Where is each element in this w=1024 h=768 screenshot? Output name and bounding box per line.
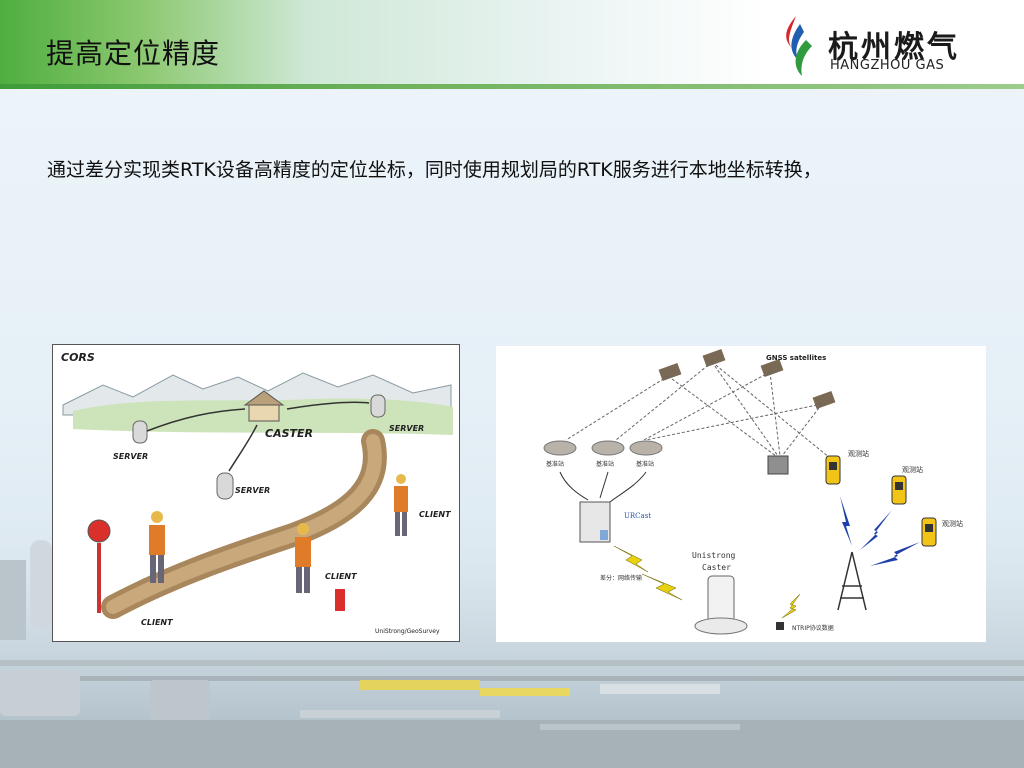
server-label: URCast [624,512,651,520]
rover-label: 观测站 [848,449,869,458]
station-label: 基准站 [636,460,654,468]
caster-building [243,390,285,422]
hydrant-icon [335,589,345,611]
rover-label: 观测站 [902,465,923,474]
client-label: CLIENT [325,572,357,581]
cors-label: CORS [61,351,95,364]
survey-marker-sign [87,519,111,613]
wireless-bolt-icon [613,545,649,573]
wireless-bolt-icon [870,542,920,566]
wireless-bolt-icon [641,573,683,601]
satellite-icon [658,362,682,382]
gnss-rover-icon [921,517,937,547]
satellite-icon [760,358,784,378]
client-label: CLIENT [141,618,173,627]
receiver-icon [767,455,789,475]
flame-logo-icon [786,16,812,76]
server-silo-center [216,472,234,500]
server-label: SERVER [389,424,424,433]
server-silo-left [132,420,148,444]
network-rtk-diagram: GNSS satellites 基准站 基准站 基准站 [496,346,986,642]
client-label: CLIENT [419,510,451,519]
server-silo-right [370,394,386,418]
radio-tower-icon [837,551,867,611]
gnss-rover-icon [891,475,907,505]
header-band [0,0,1024,86]
satellite-icon [812,390,836,410]
body-paragraph: 通过差分实现类RTK设备高精度的定位坐标，同时使用规划局的RTK服务进行本地坐标… [47,159,822,181]
station-label: 基准站 [596,460,614,468]
caster-server-icon [694,575,748,635]
gnss-rover-icon [825,455,841,485]
surveyor-figure [394,474,408,536]
reference-station-icon [543,440,577,456]
wireless-bolt-icon [860,510,892,550]
logo-name-en: HANGZHOU GAS [830,58,945,73]
image-credit: UniStrong/GeoSurvey [375,628,440,635]
satellite-icon [702,348,726,368]
cors-illustration: CORS CASTER SERVER SERVER SERVER CLIENT … [52,344,460,642]
caster-label: Unistrong [692,551,736,560]
server-icon [579,501,611,543]
surveyor-figure [295,523,311,593]
rover-label: 观测站 [942,519,963,528]
wireless-bolt-icon [840,496,852,546]
server-label: SERVER [235,486,270,495]
lock-icon [776,622,784,630]
company-logo: 杭州燃气 HANGZHOU GAS [776,14,976,78]
header-divider [0,84,1024,89]
logo-name-cn: 杭州燃气 [828,30,960,65]
reference-station-icon [591,440,625,456]
wireless-bolt-icon [781,593,801,619]
server-label: SERVER [113,452,148,461]
surveyor-figure [149,511,165,583]
satellites-label: GNSS satellites [766,354,826,362]
reference-station-icon [629,440,663,456]
caster-label: CASTER [265,427,313,440]
protocol-label: NTRIP协议数据 [792,624,834,632]
caster-label: Caster [702,563,731,572]
slide-title: 提高定位精度 [46,37,221,70]
station-label: 基准站 [546,460,564,468]
transfer-label: 差分：网络传输 [600,574,642,582]
